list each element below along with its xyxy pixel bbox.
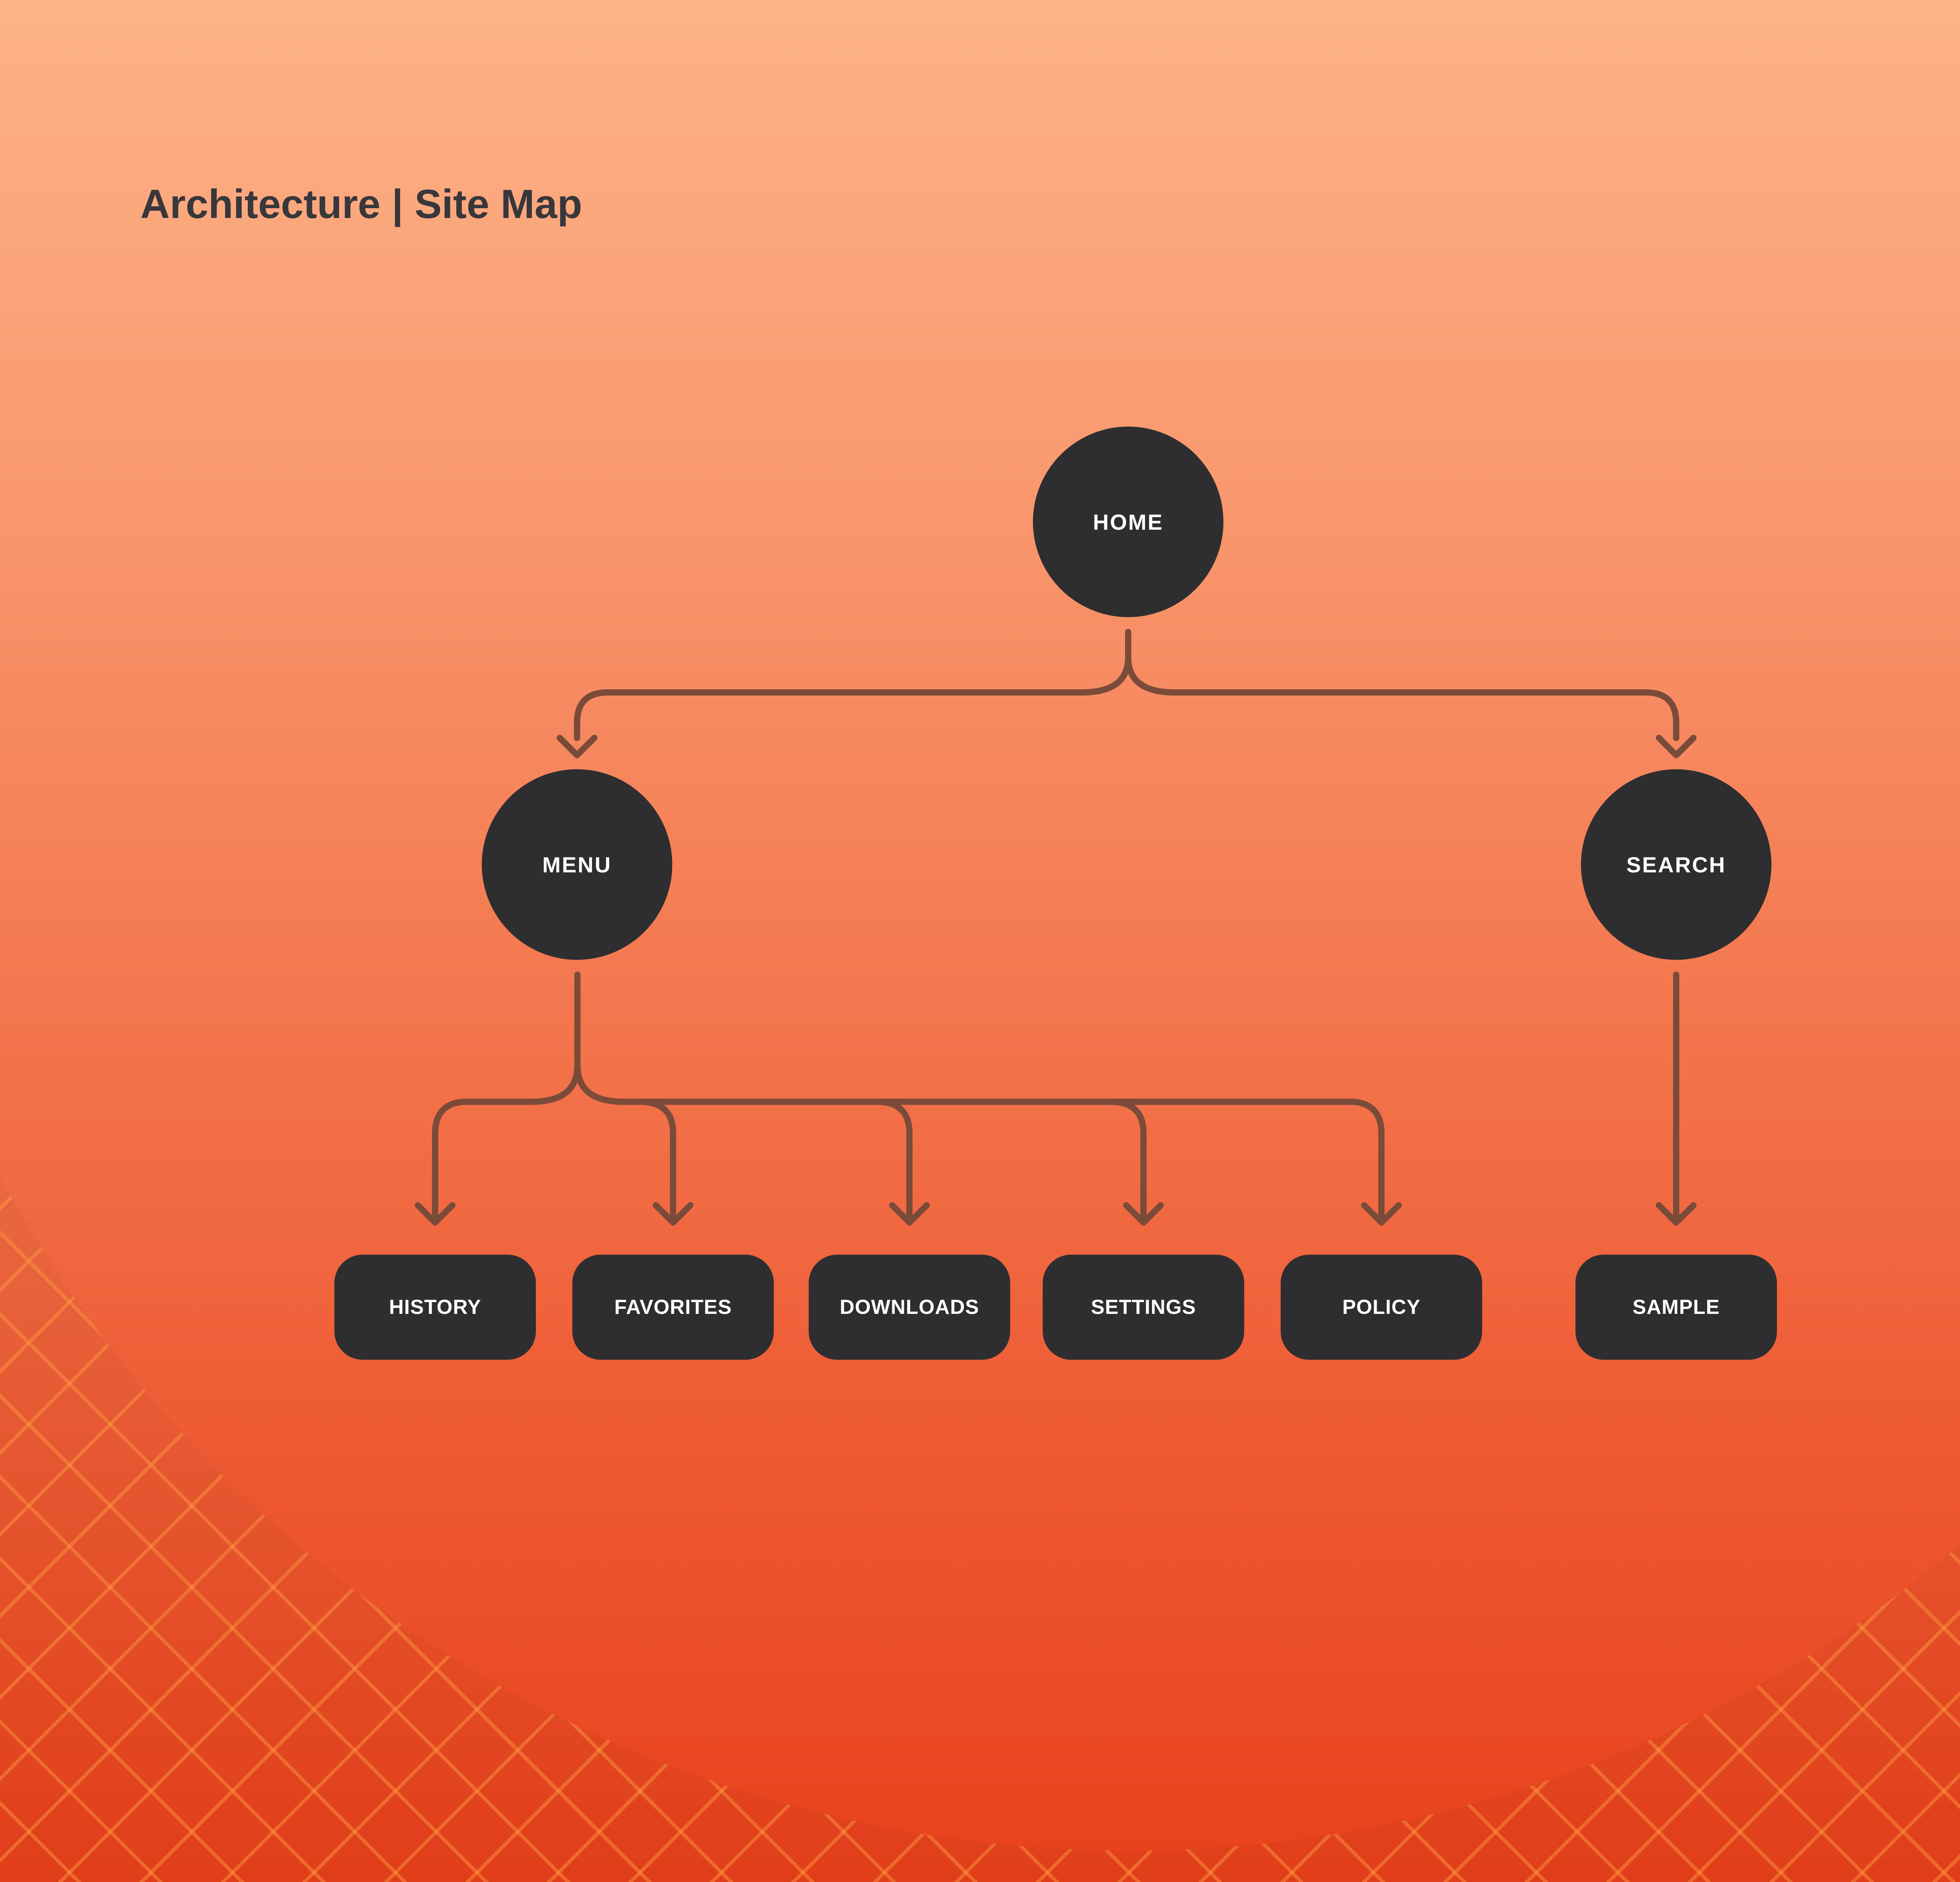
node-settings: SETTINGS [1043, 1255, 1244, 1360]
connector-menu-favorites [638, 1099, 676, 1222]
arrowhead-search [1656, 735, 1697, 758]
node-settings-label: SETTINGS [1091, 1296, 1196, 1319]
arrowhead-favorites [653, 1202, 693, 1226]
arrowhead-menu [557, 735, 597, 758]
node-search: SEARCH [1581, 769, 1771, 960]
node-history-label: HISTORY [389, 1296, 481, 1319]
connector-menu-policy [574, 1062, 1385, 1222]
node-policy-label: POLICY [1342, 1296, 1421, 1319]
arrowhead-policy [1361, 1202, 1402, 1226]
node-downloads-label: DOWNLOADS [840, 1296, 979, 1319]
arrowhead-settings [1123, 1202, 1164, 1226]
node-favorites: FAVORITES [572, 1255, 774, 1360]
node-home-label: HOME [1093, 509, 1163, 534]
node-menu-label: MENU [542, 852, 612, 877]
node-search-label: SEARCH [1626, 852, 1726, 877]
node-menu: MENU [482, 769, 672, 960]
node-sample-label: SAMPLE [1632, 1296, 1720, 1319]
node-policy: POLICY [1281, 1255, 1482, 1360]
arrowhead-downloads [889, 1202, 930, 1226]
connector-menu-history [432, 1062, 581, 1222]
page-title: Architecture | Site Map [140, 182, 583, 227]
node-history: HISTORY [334, 1255, 536, 1360]
node-downloads: DOWNLOADS [809, 1255, 1010, 1360]
connector-home-search [1125, 654, 1679, 741]
connector-menu-downloads [874, 1099, 913, 1222]
connector-menu-settings [1108, 1099, 1147, 1222]
arrowhead-history [415, 1202, 456, 1226]
node-favorites-label: FAVORITES [614, 1296, 732, 1319]
arrowhead-sample [1656, 1202, 1697, 1226]
node-home: HOME [1033, 427, 1223, 617]
node-sample: SAMPLE [1575, 1255, 1777, 1360]
connector-home-menu [574, 654, 1131, 741]
